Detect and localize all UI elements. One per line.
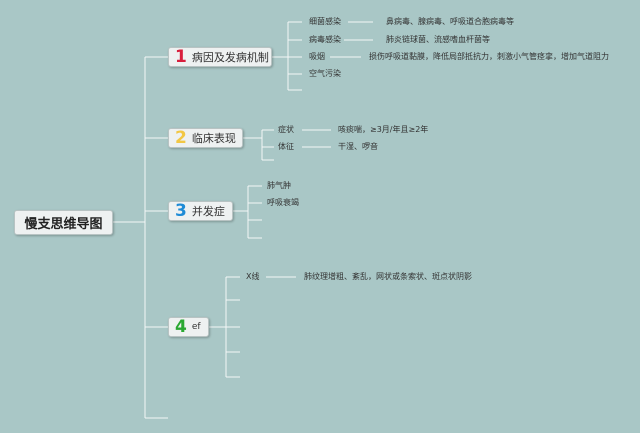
subtopic-detail[interactable]: 鼻病毒、腺病毒、呼吸道合胞病毒等 <box>386 17 514 26</box>
subtopic-label[interactable]: 体征 <box>278 142 294 151</box>
branch-number-4: 4 <box>175 316 187 337</box>
branch-node-1[interactable]: 1 病因及发病机制 <box>168 47 272 67</box>
subtopic-label[interactable]: 细菌感染 <box>309 17 341 26</box>
subtopic-label[interactable]: 症状 <box>278 125 294 134</box>
subtopic-label[interactable]: 呼吸衰竭 <box>267 198 299 207</box>
central-topic-label: 慢支思维导图 <box>24 217 103 232</box>
branch-number-2: 2 <box>175 127 187 148</box>
subtopic-detail[interactable]: 肺炎链球菌、流感嗜血杆菌等 <box>386 35 490 44</box>
central-topic[interactable]: 慢支思维导图 <box>14 210 113 235</box>
subtopic-detail[interactable]: 损伤呼吸道黏膜，降低局部抵抗力，刺激小气管痉挛，增加气道阻力 <box>369 52 609 61</box>
branch-node-3[interactable]: 3 并发症 <box>168 201 233 221</box>
subtopic-label[interactable]: 病毒感染 <box>309 35 341 44</box>
branch-node-4[interactable]: 4 ef <box>168 317 209 337</box>
subtopic-detail[interactable]: 干湿、啰音 <box>338 142 378 151</box>
branch-number-3: 3 <box>175 200 187 221</box>
branch-label-2: 临床表现 <box>191 132 236 145</box>
branch-label-3: 并发症 <box>191 205 225 218</box>
branch-label-4: ef <box>191 322 201 332</box>
subtopic-detail[interactable]: 肺纹理增粗、紊乱，网状或条索状、斑点状阴影 <box>304 272 472 281</box>
branch-number-1: 1 <box>175 46 187 67</box>
subtopic-label[interactable]: 吸烟 <box>309 52 325 61</box>
subtopic-label[interactable]: X线 <box>246 272 260 281</box>
branch-node-2[interactable]: 2 临床表现 <box>168 128 243 148</box>
subtopic-label[interactable]: 空气污染 <box>309 69 341 78</box>
branch-label-1: 病因及发病机制 <box>191 51 269 64</box>
subtopic-detail[interactable]: 咳痰喘，≥3月/年且≥2年 <box>338 125 429 134</box>
subtopic-label[interactable]: 肺气肿 <box>267 181 291 190</box>
